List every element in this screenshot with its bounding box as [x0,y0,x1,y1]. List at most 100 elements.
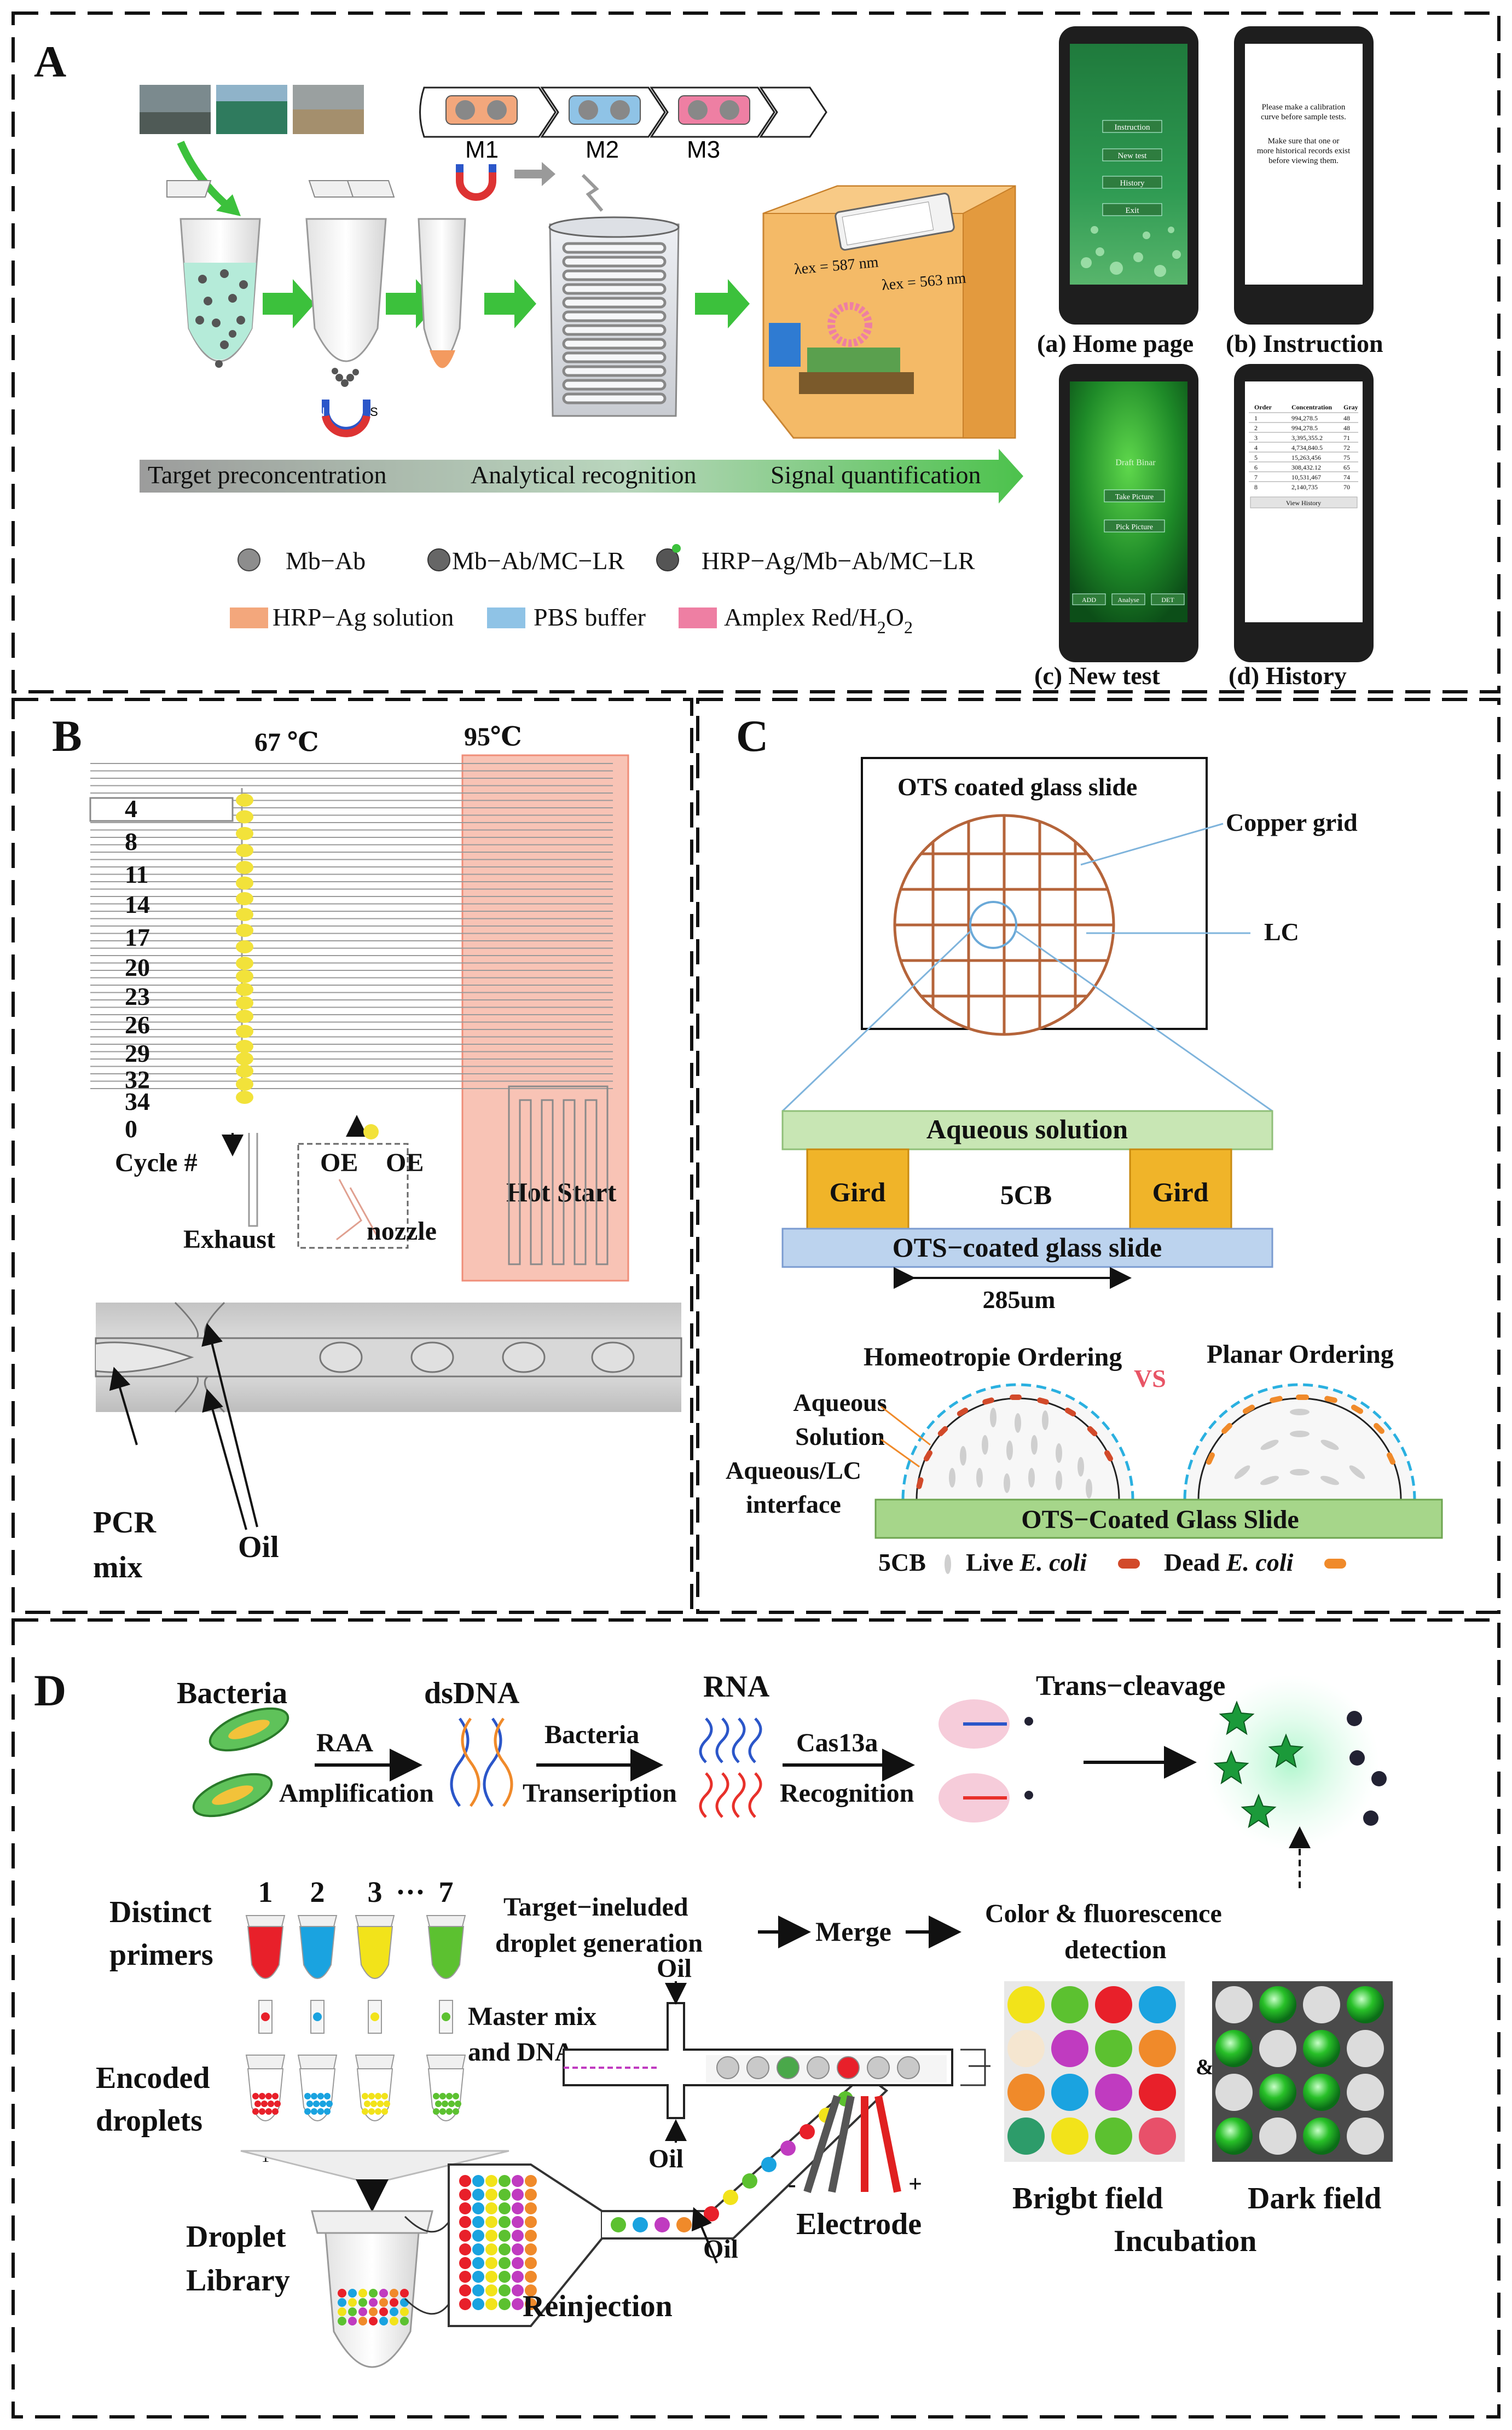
bright-field-label: Brigbt field [1012,2182,1163,2215]
bright-field-droplet [1139,1986,1176,2023]
dark-field-image [1212,1981,1393,2162]
panel-d-border [11,1618,1501,2419]
temp-right: 95℃ [464,722,522,751]
primer-number-label: 3 [368,1876,383,1908]
dark-field-droplet [1259,2117,1296,2155]
dark-field-droplet [1303,2117,1340,2155]
history-header-cell: Concentration [1291,403,1332,411]
dark-field-droplet [1347,2030,1384,2067]
module-m3-label: M3 [687,136,720,163]
svg-text:-: - [788,2171,796,2197]
droplet-library-tube [311,2210,433,2368]
history-cell: 994,278.5 [1291,414,1318,422]
history-cell: 71 [1343,434,1350,442]
history-cell: 10,531,467 [1291,473,1321,481]
transcription-label: Transeription [523,1779,677,1808]
aq-label-1: Aqueous [793,1388,887,1416]
dark-field-droplet [1259,2074,1296,2111]
legend-hrp-solution: HRP−Ag solution [273,603,454,631]
panel-a: A M1 M2 M3 [34,26,1383,690]
meander [508,1085,609,1265]
bright-field-droplet [1007,2074,1045,2111]
bright-field-droplet [1095,1986,1132,2023]
master-label-1: Master mix [468,2002,596,2031]
phone-history-caption: (d) History [1229,662,1347,690]
history-header-cell: Gray [1343,403,1358,411]
dark-field-droplet [1347,2074,1384,2111]
bacteria2-label: Bacteria [544,1720,639,1749]
legend-5cb: 5CB [878,1548,926,1576]
bright-field-droplet [1007,2117,1045,2155]
dark-field-droplet [1347,1986,1384,2023]
cycle-number-label: 20 [125,953,150,981]
bright-field-droplet [1139,2030,1176,2067]
cycle-droplet [236,940,253,953]
oe-left: OE [320,1148,358,1177]
module-m1-label: M1 [465,136,499,163]
cycle-droplet [236,957,253,970]
home-buttons: Instruction New test History Exit [1102,120,1162,216]
history-cell: 48 [1343,424,1350,432]
legend-pbs-swatch [487,608,525,628]
dead-ecoli-swatch [1324,1559,1346,1569]
bacteria-label: Bacteria [177,1676,287,1710]
newtest-add: ADD [1082,596,1096,604]
primer-number-label: 2 [310,1876,325,1908]
aq-label-4: interface [746,1490,841,1518]
bright-field-droplet [1007,1986,1045,2023]
panel-a-border [11,11,1501,693]
svg-text:+: + [908,2171,922,2197]
detect-label-1: Color & fluorescence [985,1899,1222,1928]
oil-bot-label: Oil [703,2235,738,2264]
live-ecoli-swatch [1118,1559,1140,1569]
dark-field-droplet [1259,1986,1296,2023]
history-cell: 2,140,735 [1291,483,1318,491]
history-view-button [1250,496,1358,508]
copper-grid-label: Copper grid [1226,808,1358,836]
cycle-droplet [236,1091,253,1104]
phone-instruction-caption: (b) Instruction [1226,329,1383,357]
bacteria-icons [192,1707,289,1818]
copper-grid [893,814,1115,1036]
history-cell: 2 [1254,424,1258,432]
history-cell: 3,395,355.2 [1291,434,1323,442]
instruction-line-3: Make sure that one or [1268,137,1340,146]
raa-label: RAA [316,1728,373,1757]
primer-tubes: 123···7123···7 [245,1876,466,2166]
history-header-cell: Order [1254,403,1272,411]
history-cell: 15,263,456 [1291,454,1321,461]
tube-1 [166,180,261,368]
mix-label: mix [93,1550,142,1584]
history-cell: 72 [1343,444,1350,452]
cycle-number-label: 14 [125,890,150,918]
cas13a-complexes [939,1699,1033,1822]
dark-field-droplet [1303,2074,1340,2111]
distinct-label-2: primers [109,1938,213,1972]
cycle-droplet [236,810,253,824]
history-cell: 74 [1343,473,1350,481]
cycle-droplet [236,996,253,1010]
flow-label-3: Signal quantification [771,461,981,489]
legend-amplex: Amplex Red/H2O2 [724,603,913,637]
aqueous-label: Aqueous solution [926,1114,1128,1144]
homeotropic-dome [901,1383,1134,1500]
history-cell: 65 [1343,464,1350,471]
dark-field-droplet [1303,2030,1340,2067]
flow-arrow: Target preconcentration Analytical recog… [140,449,1023,504]
grid-left-label: Gird [830,1177,886,1207]
home-button-new-test: New test [1118,152,1148,160]
history-view-button-label: View History [1286,499,1321,507]
bright-field-droplet [1051,2030,1088,2067]
history-cell: 994,278.5 [1291,424,1318,432]
electrode-label: Electrode [796,2207,922,2241]
fivecb-label: 5CB [1000,1179,1052,1210]
rna-icon [699,1717,762,1818]
cycle-number-label: 8 [125,828,137,855]
dark-field-droplet [1215,1986,1253,2023]
phone-newtest: Draft Binar Take Picture Pick Picture AD… [1034,364,1198,690]
panel-b: B 67 ℃ 95℃ Hot Start 4811141720232629323… [52,711,682,1584]
cycle-number-label: 4 [125,795,137,823]
primer-tube [356,1926,393,1979]
cycle-droplet [236,1078,253,1091]
